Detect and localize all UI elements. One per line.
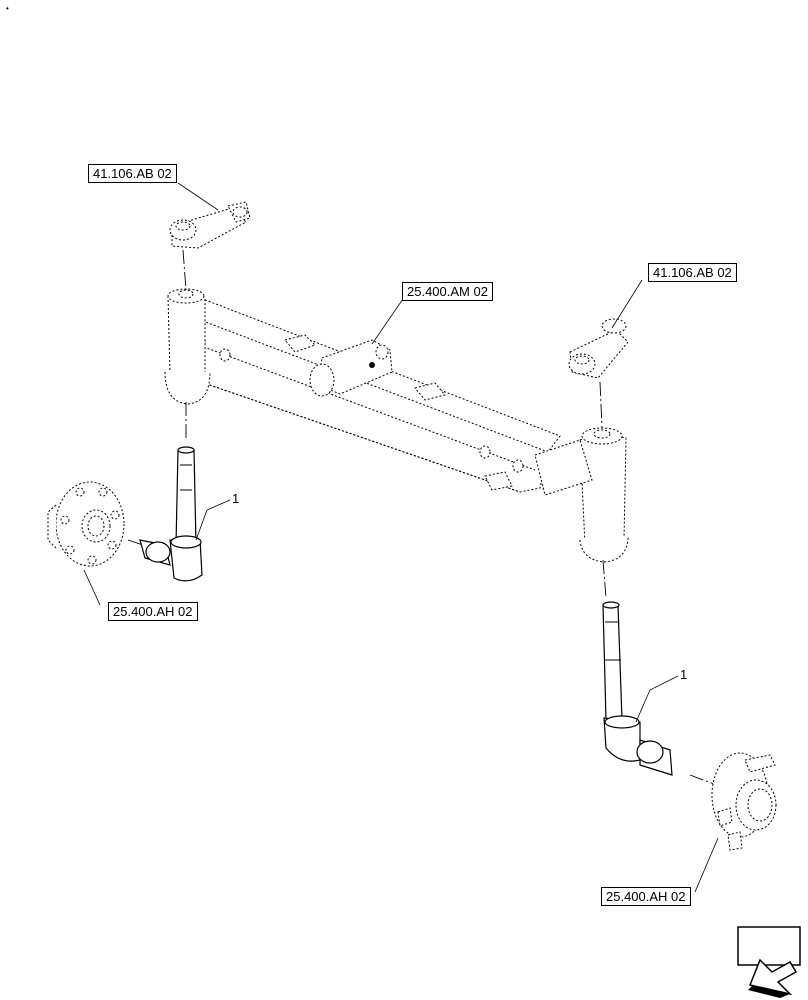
right-kingpin-boss[interactable] [534, 427, 629, 563]
center-lines [127, 249, 715, 785]
axle-beam[interactable] [169, 295, 561, 493]
item-number-knuckle-left: 1 [232, 491, 240, 506]
left-wheel-hub[interactable] [47, 481, 125, 567]
item-number-knuckle-right: 1 [680, 667, 688, 682]
leader-lines [83, 182, 719, 893]
left-tie-rod-arm[interactable] [169, 201, 251, 249]
callout-hub-left[interactable]: 25.400.AH 02 [108, 602, 198, 621]
callout-tie-rod-left[interactable]: 41.106.AB 02 [88, 164, 177, 183]
left-steering-knuckle[interactable] [139, 446, 203, 582]
callout-axle-beam[interactable]: 25.400.AM 02 [402, 282, 493, 301]
right-wheel-hub[interactable] [711, 752, 777, 851]
callout-tie-rod-right[interactable]: 41.106.AB 02 [648, 263, 737, 282]
right-steering-knuckle[interactable] [602, 601, 673, 776]
corner-mark: • [6, 4, 9, 13]
arrow-direction-icon [737, 926, 801, 998]
right-tie-rod-arm[interactable] [568, 318, 629, 379]
callout-hub-right[interactable]: 25.400.AH 02 [601, 887, 691, 906]
left-kingpin-boss[interactable] [164, 288, 211, 405]
